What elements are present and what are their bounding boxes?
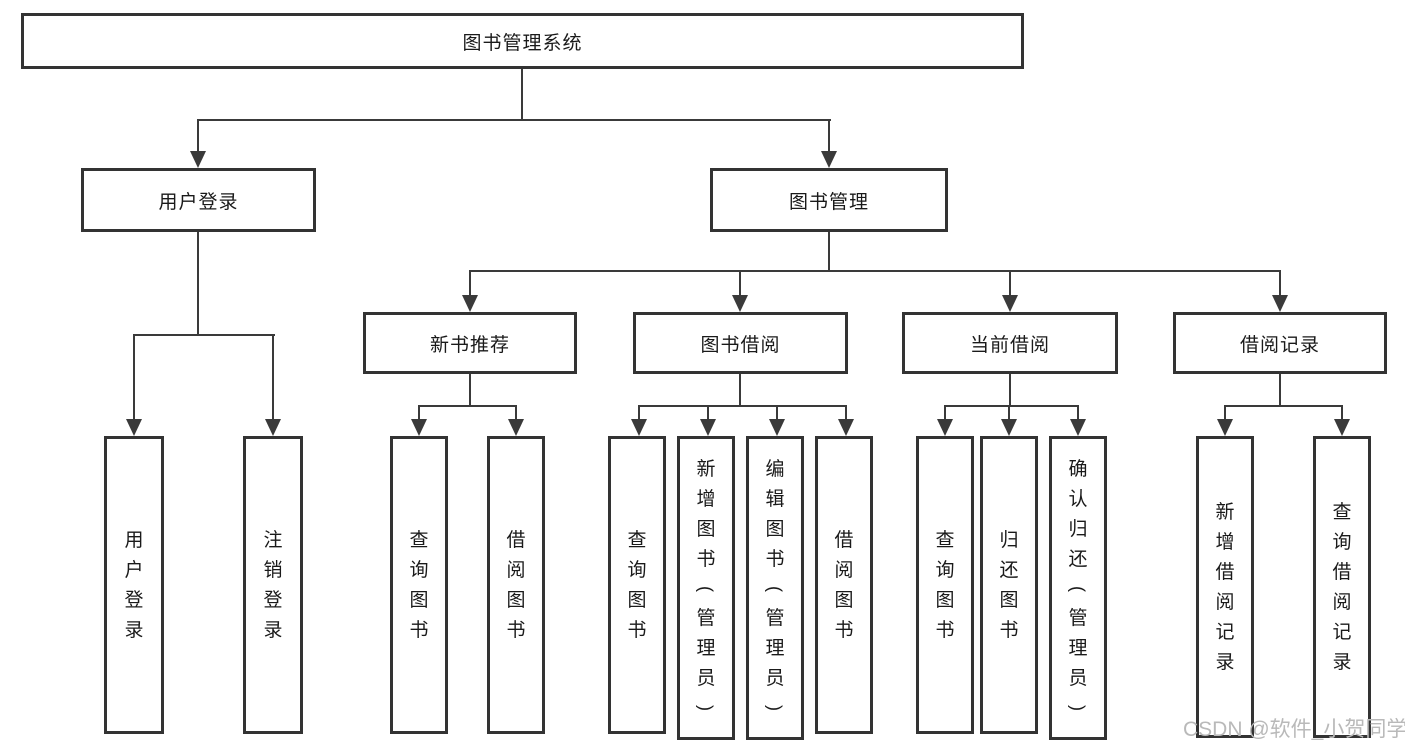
arrow-to-leaf-query-books-2 [631,407,647,436]
leaf-add-borrow-record: 新增借阅记录 [1196,436,1254,738]
arrow-to-book-borrow [732,272,748,312]
node-label: 图书管理 [788,191,869,213]
node-book-borrow: 图书借阅 [633,312,848,374]
leaf-label: 查询图书 [627,529,647,641]
arrow-to-leaf-query-borrow-record [1334,407,1350,436]
node-label: 借阅记录 [1239,334,1320,356]
node-label: 用户登录 [158,191,239,213]
connector-book-borrow-stem [739,374,741,407]
connector-current-borrow-bar [944,405,1079,407]
arrow-to-current-borrow [1002,272,1018,312]
leaf-confirm-return-admin: 确认归还(管理员) [1049,436,1107,740]
node-label: 图书管理系统 [462,32,583,54]
leaf-label: 借阅图书 [834,529,854,641]
connector-root-bar [197,119,831,121]
leaf-query-borrow-record: 查询借阅记录 [1313,436,1371,738]
leaf-label: 用户登录 [124,529,144,641]
connector-book-management-stem [828,232,830,272]
leaf-label: 归还图书 [999,529,1019,641]
connector-user-login-stem [197,232,199,336]
arrow-to-leaf-add-borrow-record [1217,407,1233,436]
arrow-to-leaf-logout [265,336,281,436]
arrow-to-leaf-query-books-3 [937,407,953,436]
leaf-label: 新增图书(管理员) [696,458,716,711]
leaf-query-books-1: 查询图书 [390,436,448,734]
leaf-logout: 注销登录 [243,436,303,734]
leaf-edit-books-admin: 编辑图书(管理员) [746,436,804,740]
node-user-login: 用户登录 [81,168,316,232]
arrow-to-leaf-return-books [1001,407,1017,436]
node-borrow-record: 借阅记录 [1173,312,1387,374]
node-label: 图书借阅 [700,334,781,356]
leaf-query-books-2: 查询图书 [608,436,666,734]
leaf-user-login: 用户登录 [104,436,164,734]
arrow-to-leaf-query-books-1 [411,407,427,436]
connector-borrow-record-bar [1224,405,1343,407]
leaf-label: 编辑图书(管理员) [765,458,785,711]
leaf-label: 确认归还(管理员) [1068,458,1088,711]
connector-current-borrow-stem [1009,374,1011,407]
arrow-to-leaf-edit-books [769,407,785,436]
arrow-to-leaf-borrow-books-2 [838,407,854,436]
leaf-label: 新增借阅记录 [1215,501,1235,673]
connector-user-login-bar [133,334,275,336]
arrow-to-new-book-recommend [462,272,478,312]
csdn-watermark: CSDN @软件_小贺同学 [1183,718,1405,741]
leaf-borrow-books-1: 借阅图书 [487,436,545,734]
connector-root-stem [521,69,523,121]
arrow-to-leaf-borrow-books-1 [508,407,524,436]
leaf-label: 查询图书 [409,529,429,641]
arrow-to-borrow-record [1272,272,1288,312]
leaf-query-books-3: 查询图书 [916,436,974,734]
node-library-management-system: 图书管理系统 [21,13,1024,69]
node-current-borrow: 当前借阅 [902,312,1118,374]
connector-borrow-record-stem [1279,374,1281,407]
arrow-to-leaf-add-books [700,407,716,436]
connector-new-book-recommend-stem [469,374,471,407]
leaf-label: 借阅图书 [506,529,526,641]
leaf-label: 查询图书 [935,529,955,641]
arrow-to-leaf-confirm-return [1070,407,1086,436]
node-book-management: 图书管理 [710,168,948,232]
arrow-to-leaf-user-login [126,336,142,436]
leaf-return-books: 归还图书 [980,436,1038,734]
arrow-to-book-management [821,121,837,168]
leaf-borrow-books-2: 借阅图书 [815,436,873,734]
connector-book-management-bar [469,270,1281,272]
arrow-to-user-login [190,121,206,168]
connector-new-book-recommend-bar [418,405,517,407]
node-new-book-recommend: 新书推荐 [363,312,577,374]
connector-book-borrow-bar [638,405,847,407]
node-label: 当前借阅 [969,334,1050,356]
node-label: 新书推荐 [429,334,510,356]
leaf-label: 注销登录 [263,529,283,641]
leaf-add-books-admin: 新增图书(管理员) [677,436,735,740]
leaf-label: 查询借阅记录 [1332,501,1352,673]
